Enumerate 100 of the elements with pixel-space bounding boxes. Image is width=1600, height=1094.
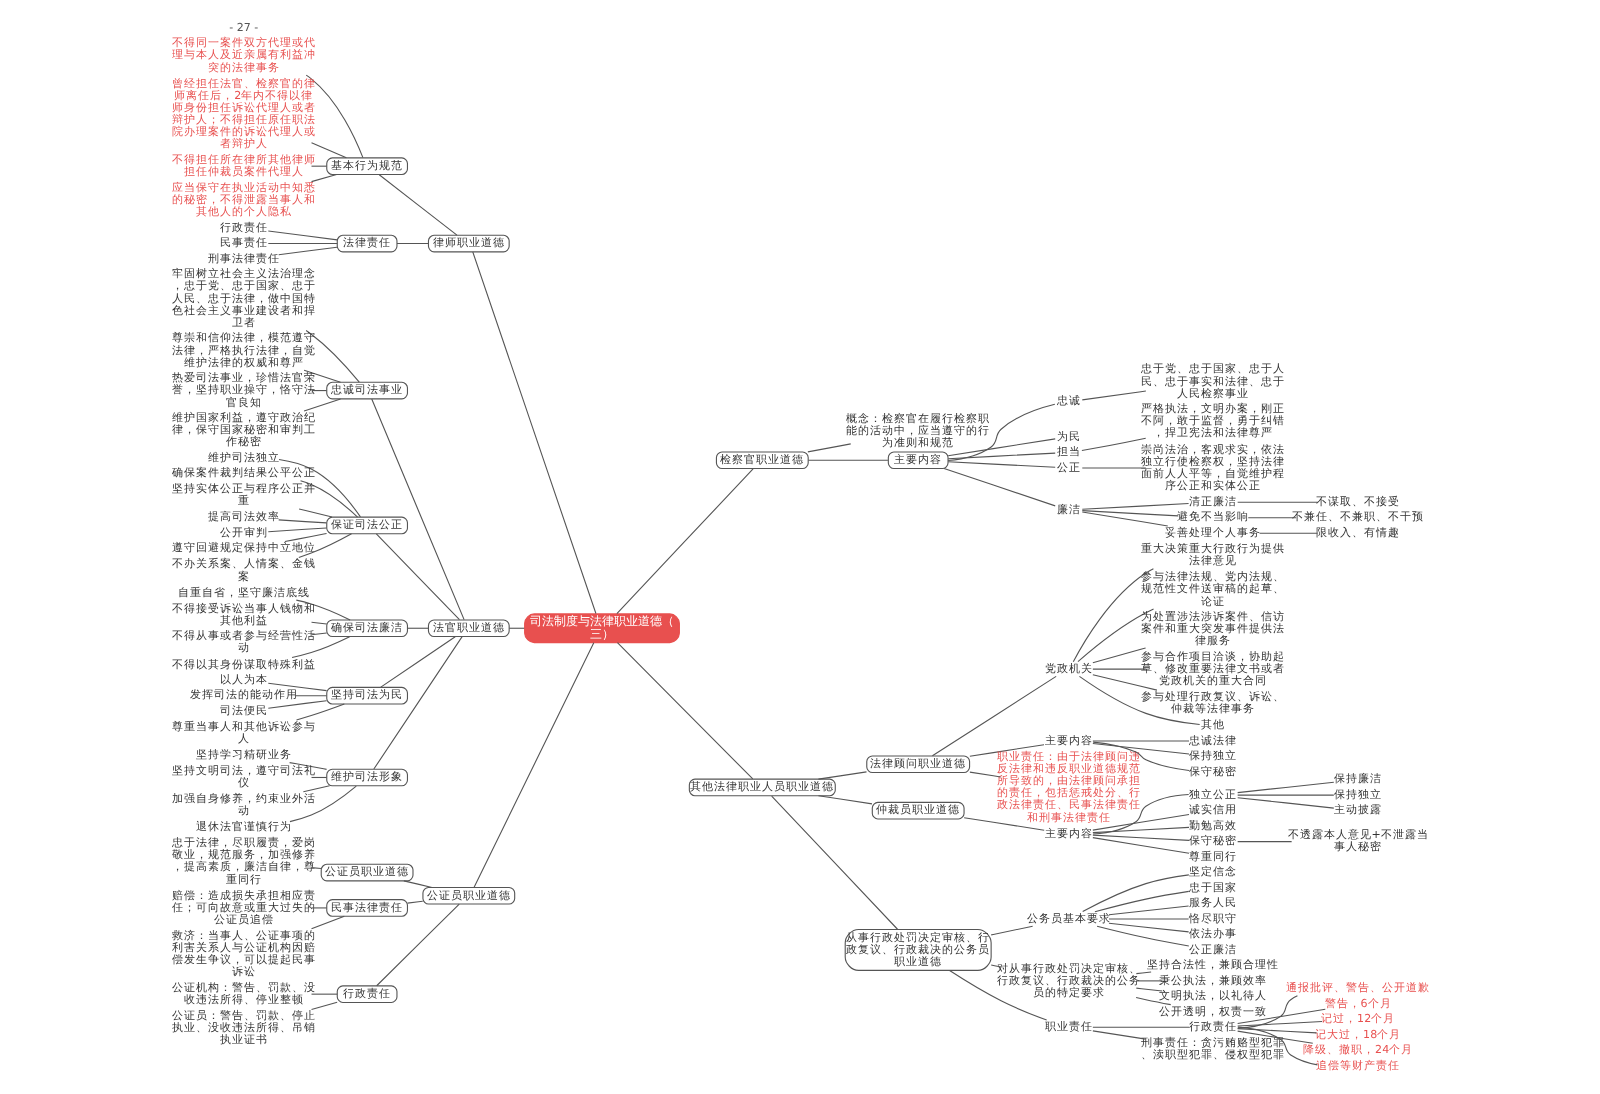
connector <box>1076 608 1154 663</box>
connector <box>277 519 327 524</box>
connector <box>1134 987 1162 992</box>
connector <box>309 173 337 183</box>
connector <box>471 251 596 615</box>
connector <box>1080 511 1168 527</box>
connector <box>1091 1030 1146 1040</box>
connector <box>1091 813 1189 831</box>
connector <box>989 925 1033 936</box>
connector <box>1077 675 1200 726</box>
connector <box>1134 971 1151 975</box>
connector <box>266 700 327 709</box>
connector <box>946 461 1055 468</box>
connector <box>472 642 594 889</box>
connector <box>615 468 753 615</box>
connector <box>379 636 455 688</box>
connector <box>1107 905 1189 916</box>
connector <box>968 771 1001 778</box>
connector <box>1107 922 1189 933</box>
connector <box>1091 837 1189 854</box>
connector <box>309 915 344 930</box>
connector <box>816 795 872 805</box>
connector <box>309 867 321 869</box>
connector <box>406 900 423 904</box>
connector <box>277 246 337 256</box>
connector <box>1091 668 1146 670</box>
connector <box>304 329 359 383</box>
connector <box>1091 742 1189 755</box>
connector <box>1236 1028 1317 1034</box>
connector <box>1236 1020 1322 1027</box>
connector <box>1236 1026 1318 1066</box>
connector <box>283 532 327 542</box>
connector <box>806 459 888 461</box>
connector <box>1236 501 1318 503</box>
connector <box>1093 890 1189 913</box>
connector <box>1080 390 1146 401</box>
connector <box>1258 532 1318 534</box>
connector <box>304 74 363 159</box>
connector <box>374 533 459 621</box>
connector <box>375 903 459 987</box>
connector <box>1080 467 1146 469</box>
connector <box>1091 1026 1189 1028</box>
connector <box>402 880 432 888</box>
connector <box>1236 841 1292 843</box>
connector <box>293 695 327 697</box>
connector <box>1091 674 1157 691</box>
connector <box>370 398 464 621</box>
connector <box>266 682 327 692</box>
connector <box>968 744 1044 757</box>
connector <box>372 636 462 770</box>
connector <box>294 703 344 721</box>
connector <box>1091 740 1189 742</box>
connector <box>1091 741 1189 771</box>
connector <box>615 642 753 780</box>
connector <box>301 785 330 793</box>
connector <box>1236 1030 1313 1044</box>
connector <box>1107 918 1189 920</box>
connector <box>1080 510 1178 517</box>
connector <box>1236 1008 1325 1025</box>
connector <box>1091 834 1189 841</box>
connector <box>288 785 356 823</box>
connector <box>309 621 327 625</box>
connector <box>309 142 346 159</box>
connector <box>1134 996 1171 1006</box>
connector <box>948 970 1047 1021</box>
connector <box>946 452 1055 460</box>
connector <box>395 243 428 245</box>
connector <box>1236 794 1334 796</box>
connector <box>1071 568 1153 663</box>
connector <box>942 468 1055 507</box>
connector <box>290 636 350 659</box>
connector <box>309 907 327 909</box>
connector <box>806 443 851 453</box>
connector <box>294 599 350 621</box>
connector <box>266 230 337 241</box>
connector <box>962 817 1044 831</box>
connector <box>1080 437 1146 451</box>
connector <box>1095 925 1189 947</box>
connector <box>309 1001 337 1011</box>
connector <box>770 795 898 930</box>
connector <box>1236 781 1334 794</box>
connector <box>302 369 341 383</box>
connector <box>406 627 428 629</box>
connector <box>309 993 337 995</box>
connector <box>946 403 1055 462</box>
connector <box>266 527 327 533</box>
connector <box>302 398 341 412</box>
connector <box>1081 874 1189 913</box>
connector <box>299 480 358 518</box>
connector <box>1236 797 1334 809</box>
connector <box>816 771 867 780</box>
connector <box>288 762 327 770</box>
connector <box>1080 502 1189 510</box>
connector <box>989 964 1001 968</box>
connector <box>1091 826 1189 834</box>
connector <box>1246 517 1296 519</box>
connector <box>277 458 360 518</box>
connector <box>930 675 1056 757</box>
connector <box>1134 980 1162 982</box>
connector <box>297 533 352 558</box>
